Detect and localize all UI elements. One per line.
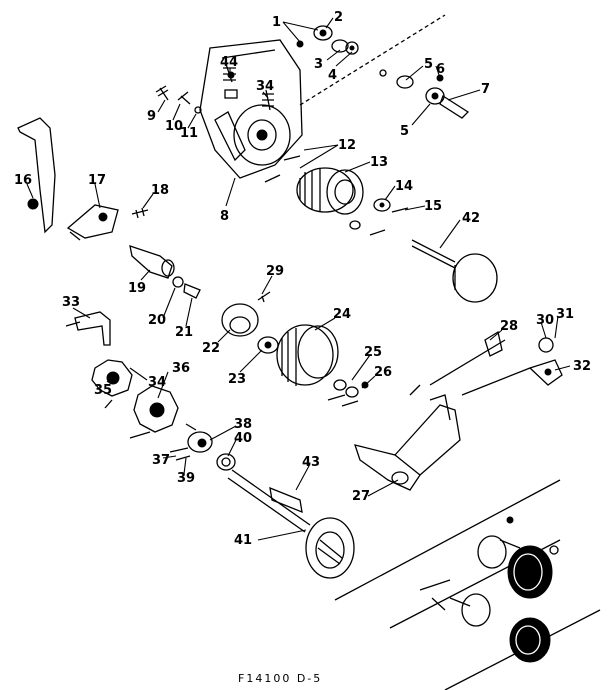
callout-27: 27 bbox=[352, 489, 370, 504]
callout-17: 17 bbox=[88, 173, 106, 188]
part-22-23-bushing bbox=[221, 303, 279, 354]
callout-30: 30 bbox=[536, 313, 554, 328]
figure-code: F14100 D-5 bbox=[238, 672, 322, 685]
callout-18: 18 bbox=[151, 183, 169, 198]
callout-24: 24 bbox=[333, 307, 351, 322]
callout-5-bottom: 5 bbox=[400, 124, 409, 139]
callout-38: 38 bbox=[234, 417, 252, 432]
callout-labels: 1 2 3 4 5 6 7 5 44 34 9 10 11 12 13 8 16… bbox=[14, 10, 591, 548]
drive-cable-dashed bbox=[299, 14, 446, 106]
callout-40: 40 bbox=[234, 431, 252, 446]
part-37-40-hardware bbox=[169, 423, 236, 471]
callout-3: 3 bbox=[314, 57, 323, 72]
callout-34-top: 34 bbox=[256, 79, 274, 94]
part-24-drum bbox=[276, 324, 339, 386]
callout-4: 4 bbox=[328, 68, 337, 83]
callout-32: 32 bbox=[573, 359, 591, 374]
callout-43: 43 bbox=[302, 455, 320, 470]
part-35-36-knobs bbox=[91, 359, 179, 439]
part-42-shaft-disc bbox=[411, 239, 498, 303]
part-16-17-bracket bbox=[17, 117, 119, 241]
callout-26: 26 bbox=[374, 365, 392, 380]
callout-2: 2 bbox=[334, 10, 343, 25]
callout-23: 23 bbox=[228, 372, 246, 387]
callout-31: 31 bbox=[556, 307, 574, 322]
part-33-bracket bbox=[65, 311, 111, 346]
part-19-21-coupling bbox=[129, 245, 201, 299]
callout-39: 39 bbox=[177, 471, 195, 486]
parts-artwork bbox=[17, 14, 601, 690]
callout-13: 13 bbox=[370, 155, 388, 170]
callout-1: 1 bbox=[272, 15, 281, 30]
callout-21: 21 bbox=[175, 325, 193, 340]
part-18-screw bbox=[131, 207, 149, 219]
part-1-4-hardware bbox=[296, 25, 359, 55]
part-14-15-washers bbox=[349, 198, 409, 236]
callout-15: 15 bbox=[424, 199, 442, 214]
callout-37: 37 bbox=[152, 453, 170, 468]
part-8-housing bbox=[199, 39, 303, 183]
callout-7: 7 bbox=[481, 82, 490, 97]
callout-28: 28 bbox=[500, 319, 518, 334]
part-27-lever-arm bbox=[354, 394, 461, 491]
inset-assembly-view bbox=[334, 479, 601, 690]
callout-9: 9 bbox=[147, 109, 156, 124]
callout-16: 16 bbox=[14, 173, 32, 188]
callout-44: 44 bbox=[220, 55, 238, 70]
callout-8: 8 bbox=[220, 209, 229, 224]
callout-35: 35 bbox=[94, 383, 112, 398]
callout-25: 25 bbox=[364, 345, 382, 360]
callout-33: 33 bbox=[62, 295, 80, 310]
callout-19: 19 bbox=[128, 281, 146, 296]
part-28-32-linkage bbox=[409, 330, 563, 396]
callout-29: 29 bbox=[266, 264, 284, 279]
callout-36: 36 bbox=[172, 361, 190, 376]
callout-14: 14 bbox=[395, 179, 413, 194]
callout-34-bottom: 34 bbox=[148, 375, 166, 390]
part-5-7-linkage bbox=[379, 69, 470, 119]
callout-11: 11 bbox=[180, 126, 198, 141]
callout-10: 10 bbox=[165, 119, 183, 134]
callout-20: 20 bbox=[148, 313, 166, 328]
part-25-26-hardware bbox=[327, 379, 369, 407]
callout-22: 22 bbox=[202, 341, 220, 356]
callout-6: 6 bbox=[436, 62, 445, 77]
callout-41: 41 bbox=[234, 533, 252, 548]
leader-lines bbox=[26, 17, 571, 541]
part-13-ring-gear bbox=[296, 167, 364, 215]
callout-5-top: 5 bbox=[424, 57, 433, 72]
callout-12: 12 bbox=[338, 138, 356, 153]
part-41-43-shaft-drum bbox=[227, 469, 355, 579]
part-9-11-screws bbox=[155, 85, 202, 114]
callout-42: 42 bbox=[462, 211, 480, 226]
part-29-pin bbox=[257, 291, 271, 303]
